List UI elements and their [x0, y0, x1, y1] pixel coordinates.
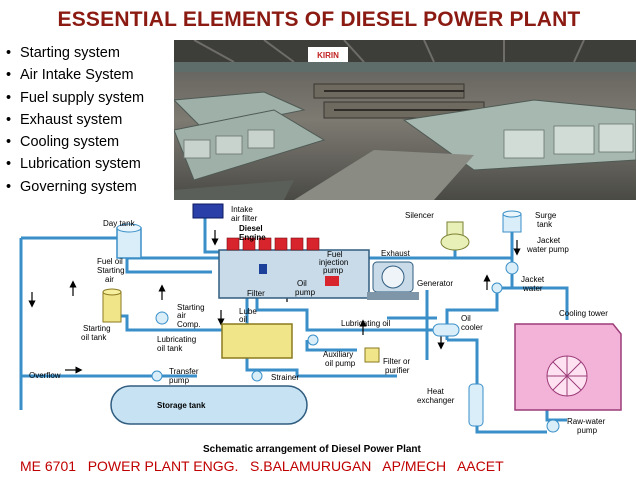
list-item: Exhaust system — [6, 109, 144, 131]
jacket-water — [491, 282, 503, 294]
label-injection: injection — [319, 258, 348, 267]
label-transfer: Transfer — [169, 367, 199, 376]
list-item: Cooling system — [6, 131, 144, 153]
label-air-filter: air filter — [231, 214, 258, 223]
day-tank — [116, 223, 142, 259]
diagram-caption: Schematic arrangement of Diesel Power Pl… — [203, 444, 422, 455]
label-lubricating-oil: Lubricating oil — [341, 319, 391, 328]
strainer — [251, 370, 263, 382]
transfer-pump — [151, 370, 163, 382]
label-filter-or: Filter or — [383, 357, 410, 366]
starting-air-compressor — [155, 311, 169, 325]
intake-air-filter — [192, 203, 224, 219]
pipe-network — [19, 214, 569, 434]
label-lube: Lube — [239, 307, 257, 316]
label-jacket: Jacket — [537, 236, 561, 245]
diesel-engine — [218, 237, 370, 299]
label-heat: Heat — [427, 387, 445, 396]
slide-title: ESSENTIAL ELEMENTS OF DIESEL POWER PLANT — [57, 8, 581, 31]
label-starting-air-comp-3: Comp. — [177, 320, 201, 329]
label-water-pump: water pump — [526, 245, 569, 254]
label-jacket-water-2: water — [522, 284, 543, 293]
label-oil-pump: pump — [295, 288, 316, 297]
schematic-diagram: Intake air filter Diesel Engine Day tank… — [7, 200, 631, 458]
label-surge: Surge — [535, 211, 557, 220]
label-raw-water: Raw-water — [567, 417, 606, 426]
label-raw-water-pump: pump — [577, 426, 598, 435]
label-starting: Starting — [97, 266, 125, 275]
label-starting-oil-tank-1: Starting — [83, 324, 111, 333]
label-overflow: Overflow — [29, 371, 61, 380]
label-diesel: Diesel — [239, 224, 263, 233]
list-item: Air Intake System — [6, 64, 144, 86]
auxiliary-oil-pump — [307, 334, 319, 346]
label-fuel: Fuel — [327, 250, 343, 259]
surge-tank — [502, 210, 522, 233]
label-starting-air-comp-1: Starting — [177, 303, 205, 312]
raw-water-pump — [546, 419, 560, 433]
cooling-tower — [514, 323, 622, 411]
storage-tank — [110, 385, 308, 425]
list-item: Starting system — [6, 42, 144, 64]
label-auxiliary-oil-pump: oil pump — [325, 359, 356, 368]
jacket-water-pump — [505, 261, 519, 275]
oil-cooler — [432, 323, 460, 337]
label-auxiliary: Auxiliary — [323, 350, 353, 359]
footer-credit: ME 6701 POWER PLANT ENGG. S.BALAMURUGAN … — [20, 458, 504, 474]
list-item: Fuel supply system — [6, 87, 144, 109]
label-tank: tank — [537, 220, 553, 229]
label-generator: Generator — [417, 279, 453, 288]
label-starting-air-comp-2: air — [177, 311, 186, 320]
label-exchanger: exchanger — [417, 396, 455, 405]
label-jacket-water-1: Jacket — [521, 275, 545, 284]
power-plant-photo: KIRIN — [174, 40, 636, 200]
label-day-tank: Day tank — [103, 219, 136, 228]
lubricating-oil-tank — [221, 323, 293, 359]
filter-or-purifier — [364, 347, 380, 363]
label-transfer-pump: pump — [169, 376, 190, 385]
label-storage-tank: Storage tank — [157, 401, 206, 410]
label-oil: Oil — [297, 279, 307, 288]
label-intake: Intake — [231, 205, 253, 214]
label-engine: Engine — [239, 233, 266, 242]
list-item: Governing system — [6, 176, 144, 198]
label-lubricating-oil-tank-1: Lubricating — [157, 335, 196, 344]
silencer — [440, 221, 470, 251]
label-strainer: Strainer — [271, 373, 299, 382]
starting-oil-tank — [102, 288, 122, 323]
kirin-sign — [308, 47, 348, 62]
label-fuel-oil: Fuel oil — [97, 257, 123, 266]
label-silencer: Silencer — [405, 211, 434, 220]
label-air: air — [105, 275, 114, 284]
label-lubricating-oil-tank-2: oil tank — [157, 344, 183, 353]
generator — [367, 261, 419, 300]
kirin-sign-text: KIRIN — [317, 51, 339, 60]
list-item: Lubrication system — [6, 153, 144, 175]
label-purifier: purifier — [385, 366, 410, 375]
elements-list: Starting system Air Intake System Fuel s… — [6, 42, 144, 198]
label-cooling-tower: Cooling tower — [559, 309, 608, 318]
label-starting-oil-tank-2: oil tank — [81, 333, 107, 342]
label-filter: Filter — [247, 289, 265, 298]
heat-exchanger — [468, 383, 484, 427]
label-pump: pump — [323, 266, 344, 275]
label-oil-cooler-2: cooler — [461, 323, 483, 332]
label-exhaust: Exhaust — [381, 249, 411, 258]
label-lube-oil: oil — [239, 315, 247, 324]
label-oil-cooler-1: Oil — [461, 314, 471, 323]
